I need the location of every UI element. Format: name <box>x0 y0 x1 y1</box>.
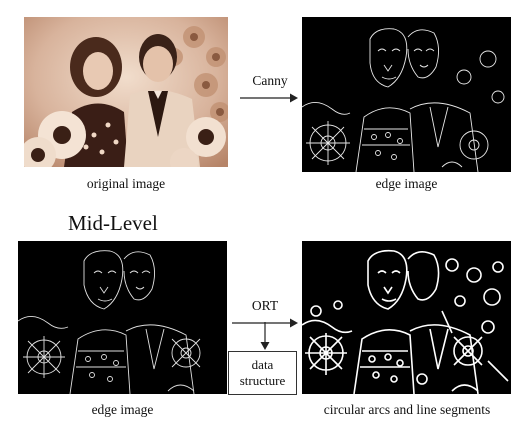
data-structure-arrow <box>260 322 270 350</box>
arcs-segments-image <box>302 241 511 394</box>
ort-label: ORT <box>251 298 279 313</box>
result-caption: circular arcs and line segments <box>323 402 491 417</box>
canny-arrow <box>240 93 298 103</box>
edge-image-caption-top: edge image <box>375 176 438 191</box>
input-edge-image <box>18 241 227 394</box>
data-structure-box: data structure <box>228 351 297 395</box>
canny-edge-image <box>302 17 511 172</box>
original-image-caption: original image <box>86 176 166 191</box>
original-image <box>24 17 228 167</box>
ort-arrow <box>232 318 298 328</box>
mid-level-heading: Mid-Level <box>68 211 158 235</box>
data-structure-line1: data <box>251 357 274 372</box>
edge-image-caption-bottom: edge image <box>91 402 154 417</box>
canny-label: Canny <box>252 73 288 88</box>
data-structure-line2: structure <box>239 373 286 388</box>
